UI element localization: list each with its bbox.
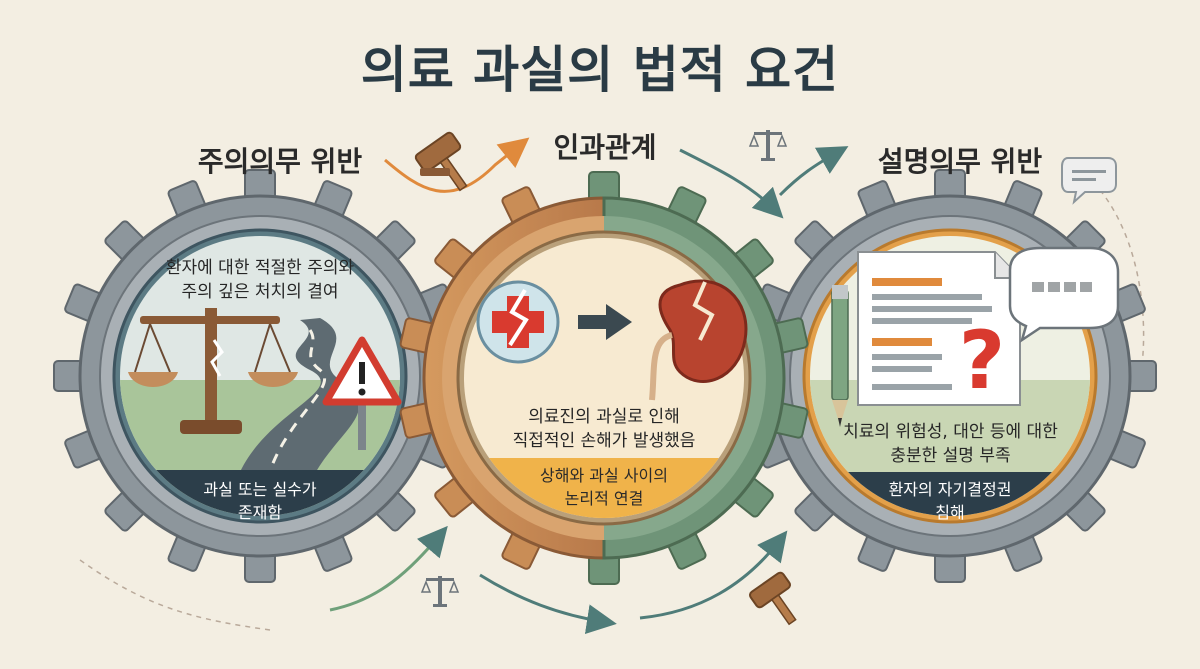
description-line: 환자에 대한 적절한 주의와 [165,258,355,278]
band-line: 존재함 [237,503,283,522]
heading-causation: 인과관계 [553,131,657,164]
band-line: 논리적 연결 [564,489,644,508]
connector-arrow-icon [479,573,617,635]
gear-duty-to-explain: ? [743,169,1157,583]
arrow-icon [578,304,632,340]
question-mark-icon: ? [959,314,1005,407]
description-line: 치료의 위험성, 대안 등에 대한 [843,422,1058,442]
band-line: 환자의 자기결정권 [888,480,1012,499]
description-causation: 의료진의 과실로 인해 직접적인 손해가 발생했음 [470,405,738,453]
speech-bubble-icon [1061,157,1117,205]
band-line: 상해와 과실 사이의 [540,466,668,485]
band-duty-to-explain: 환자의 자기결정권 침해 [830,478,1070,524]
connector-arrow-icon [329,525,448,612]
band-duty-of-care: 과실 또는 실수가 존재함 [140,478,380,524]
description-line: 충분한 설명 부족 [890,446,1011,466]
connector-arrow-icon [778,146,849,197]
connector-arrow-icon [679,148,784,219]
heading-duty-of-care: 주의의무 위반 [197,145,363,178]
gear-causation [399,171,809,585]
page-title: 의료 과실의 법적 요건 [360,41,840,99]
heading-duty-to-explain: 설명의무 위반 [877,145,1043,178]
gavel-icon [414,131,468,192]
scale-icon [748,130,788,161]
description-duty-of-care: 환자에 대한 적절한 주의와 주의 깊은 처치의 결여 [130,256,390,304]
description-line: 직접적인 손해가 발생했음 [512,431,696,451]
description-line: 의료진의 과실로 인해 [528,407,680,427]
connector-arrow-icon [639,530,788,620]
broken-medical-cross-icon [476,280,560,364]
band-causation: 상해와 과실 사이의 논리적 연결 [484,464,724,510]
gavel-icon [749,571,797,626]
band-line: 침해 [935,503,965,522]
damaged-kidney-icon [649,279,748,401]
speech-bubble-icon [1008,246,1120,343]
document-icon [857,251,1021,406]
connector-arrow-icon [384,137,530,193]
description-duty-to-explain: 치료의 위험성, 대안 등에 대한 충분한 설명 부족 [808,420,1093,468]
pen-icon [831,285,849,427]
band-line: 과실 또는 실수가 [203,480,317,499]
warning-sign-icon [322,336,402,450]
dashed-connector [1099,189,1145,381]
description-line: 주의 깊은 처치의 결여 [181,282,339,302]
gavel-base [420,168,450,176]
scale-icon [420,576,460,607]
gear-duty-of-care [53,169,467,583]
scale-icon [128,308,298,434]
